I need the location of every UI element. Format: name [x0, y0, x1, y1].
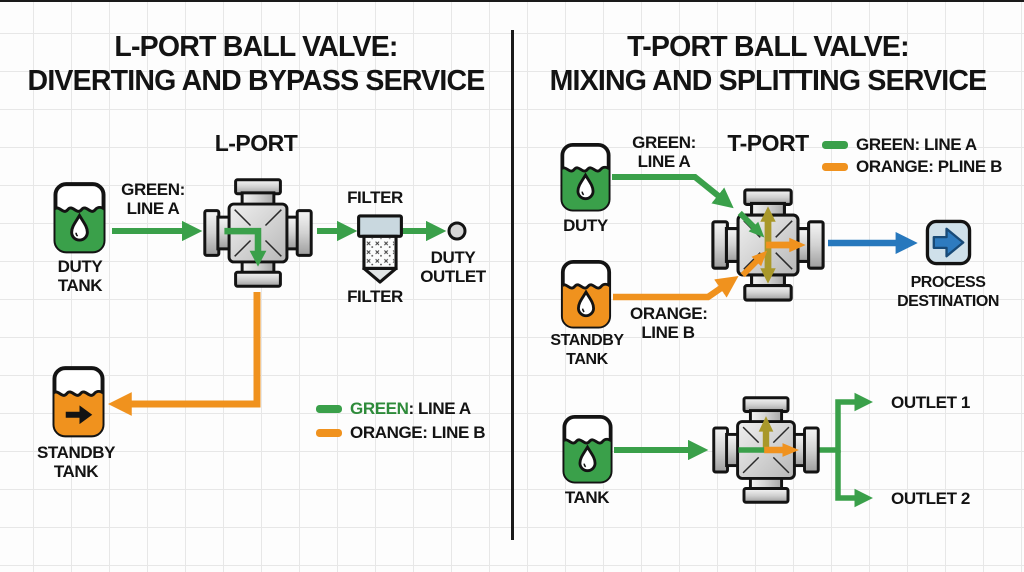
right-legend: GREEN: LINE A ORANGE: PLINE B	[822, 134, 1002, 178]
legend-row-line-a: GREEN: LINE A	[822, 134, 1002, 156]
duty-tank-icon	[53, 181, 106, 254]
right-title-line1: T-PORT BALL VALVE:	[627, 31, 909, 63]
green-line-swatch	[822, 141, 848, 149]
duty-outlet-label: DUTY OUTLET	[420, 248, 486, 286]
tank-icon	[562, 414, 613, 484]
l-port-flow-arrow	[224, 227, 267, 267]
legend-orange-text: ORANGE: LINE B	[350, 423, 486, 442]
left-panel-title: L-PORT BALL VALVE: DIVERTING AND BYPASS …	[0, 30, 512, 98]
green-line-swatch	[316, 405, 342, 413]
outlet1-label: OUTLET 1	[891, 393, 970, 412]
t-port-mixing-valve-icon	[710, 187, 826, 303]
filter-top-label: FILTER	[347, 188, 403, 207]
standby-tank-label: STANDBY TANK	[550, 332, 624, 368]
duty-outlet-icon	[447, 221, 467, 241]
t-port-heading: T-PORT	[727, 130, 809, 156]
legend-row-line-b: ORANGE: LINE B	[316, 421, 486, 445]
line-a-duty-to-tport-arrow	[612, 174, 734, 209]
duty-tank-label: DUTY TANK	[57, 257, 103, 295]
split-to-outlet2-arrow	[835, 450, 873, 508]
legend-row-line-a: GREEN: LINE A	[316, 397, 485, 421]
right-panel-title: T-PORT BALL VALVE: MIXING AND SPLITTING …	[512, 30, 1024, 98]
duty-tank-icon	[560, 142, 611, 212]
filter-icon	[357, 214, 403, 284]
t-port-splitting-valve-icon	[711, 395, 821, 505]
outlet2-label: OUTLET 2	[891, 489, 970, 508]
splitting-flow-arrows	[738, 416, 799, 457]
legend-green-rest: : LINE A	[408, 399, 471, 418]
l-port-valve-icon	[202, 177, 314, 289]
left-title-line2: DIVERTING AND BYPASS SERVICE	[27, 65, 486, 97]
right-line-b-label: ORANGE: LINE B	[630, 304, 708, 342]
legend-orange-text: ORANGE: PLINE B	[856, 157, 1003, 176]
standby-tank-label: STANDBY TANK	[36, 443, 116, 481]
right-line-a-label: GREEN: LINE A	[632, 133, 696, 171]
process-destination-icon	[925, 219, 972, 266]
process-destination-label: PROCESS DESTINATION	[897, 274, 999, 310]
top-border	[0, 0, 1024, 2]
standby-tank-icon	[52, 365, 105, 438]
line-b-standby-to-tport-arrow	[613, 275, 739, 301]
split-to-outlet1-arrow	[819, 392, 873, 453]
legend-green-text: GREEN: LINE A	[856, 135, 977, 154]
standby-tank-icon	[560, 259, 612, 329]
left-title-line1: L-PORT BALL VALVE:	[114, 31, 398, 63]
orange-line-swatch	[822, 163, 848, 171]
mixing-flow-arrows	[737, 206, 806, 284]
filter-bottom-label: FILTER	[347, 287, 403, 306]
legend-row-line-b: ORANGE: PLINE B	[822, 156, 1002, 178]
duty-label: DUTY	[563, 216, 608, 235]
line-b-bypass-to-standby-arrow	[107, 292, 261, 416]
l-port-heading: L-PORT	[214, 130, 298, 156]
blue-right-arrow-icon	[932, 227, 965, 258]
tank-label: TANK	[564, 488, 610, 507]
orange-line-swatch	[316, 429, 342, 437]
left-line-a-label: GREEN: LINE A	[121, 180, 185, 218]
center-divider	[511, 30, 514, 540]
legend-green-word: GREEN	[350, 399, 409, 418]
right-title-line2: MIXING AND SPLITTING SERVICE	[549, 65, 988, 97]
left-legend: GREEN: LINE A ORANGE: LINE B	[316, 397, 486, 445]
